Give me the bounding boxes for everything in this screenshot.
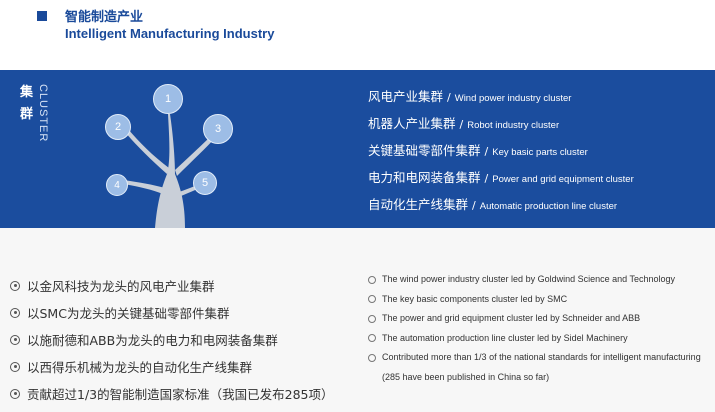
cluster-item: 自动化生产线集群 / Automatic production line clu…	[368, 194, 634, 221]
highlight-text-en: The key basic components cluster led by …	[382, 293, 568, 304]
cluster-item-zh: 风电产业集群	[368, 89, 444, 104]
circle-bullet-icon	[368, 353, 376, 362]
square-bullet-icon	[37, 11, 47, 21]
cluster-item-zh: 电力和电网装备集群	[368, 170, 481, 185]
highlight-text-en: The wind power industry cluster led by G…	[382, 274, 675, 284]
circle-dot-bullet-icon	[10, 307, 20, 318]
cluster-item-zh: 自动化生产线集群	[368, 197, 469, 212]
list-item: 贡献超过1/3的智能制造国家标准（我国已发布285项）	[10, 380, 333, 407]
cluster-tree-illustration: 1 2 3 4 5	[95, 74, 245, 228]
list-item: 以西得乐机械为龙头的自动化生产线集群	[10, 353, 333, 380]
cluster-label-en: CLUSTER	[37, 84, 51, 154]
tree-node-2: 2	[105, 114, 131, 140]
list-item: The key basic components cluster led by …	[368, 290, 708, 310]
list-item: 以施耐德和ABB为龙头的电力和电网装备集群	[10, 326, 333, 353]
cluster-item-separator: /	[472, 199, 476, 212]
highlight-text-en: The power and grid equipment cluster led…	[382, 313, 641, 323]
highlight-text-zh: 以SMC为龙头的关键基础零部件集群	[27, 306, 230, 321]
highlight-text-zh: 以施耐德和ABB为龙头的电力和电网装备集群	[27, 333, 278, 348]
cluster-item: 关键基础零部件集群 / Key basic parts cluster	[368, 140, 634, 167]
highlight-text-en: Contributed more than 1/3 of the nationa…	[382, 352, 701, 382]
circle-bullet-icon	[368, 275, 376, 284]
cluster-item-zh: 机器人产业集群	[368, 116, 456, 131]
cluster-item-zh: 关键基础零部件集群	[368, 143, 481, 158]
highlights-list-zh: 以金风科技为龙头的风电产业集群 以SMC为龙头的关键基础零部件集群 以施耐德和A…	[10, 272, 333, 407]
highlights-list-en: The wind power industry cluster led by G…	[368, 270, 708, 387]
cluster-item-en: Key basic parts cluster	[492, 147, 588, 158]
highlight-text-zh: 以西得乐机械为龙头的自动化生产线集群	[27, 360, 253, 375]
cluster-item-en: Automatic production line cluster	[479, 201, 618, 212]
cluster-item-en: Power and grid equipment cluster	[492, 174, 634, 185]
cluster-item-separator: /	[484, 172, 489, 185]
list-item: 以金风科技为龙头的风电产业集群	[10, 272, 333, 299]
highlight-text-zh: 以金风科技为龙头的风电产业集群	[27, 279, 215, 294]
list-item: Contributed more than 1/3 of the nationa…	[368, 348, 708, 387]
circle-dot-bullet-icon	[10, 388, 20, 399]
cluster-item: 机器人产业集群 / Robot industry cluster	[368, 113, 634, 140]
circle-bullet-icon	[368, 295, 376, 303]
cluster-item-en: Wind power industry cluster	[454, 93, 572, 104]
cluster-item-separator: /	[484, 145, 489, 158]
cluster-item-separator: /	[459, 118, 464, 131]
cluster-label-zh: 集 群	[20, 82, 34, 126]
circle-dot-bullet-icon	[10, 334, 20, 345]
cluster-item: 风电产业集群 / Wind power industry cluster	[368, 86, 634, 113]
section-title-zh: 智能制造产业	[65, 10, 144, 25]
circle-bullet-icon	[368, 334, 376, 342]
highlight-text-en: The automation production line cluster l…	[382, 332, 628, 343]
tree-node-5: 5	[193, 171, 217, 195]
highlight-text-zh: 贡献超过1/3的智能制造国家标准（我国已发布285项）	[27, 387, 334, 402]
tree-node-4: 4	[106, 174, 128, 196]
list-item: The power and grid equipment cluster led…	[368, 309, 708, 329]
cluster-label-zh-char-1: 集	[20, 85, 34, 100]
circle-dot-bullet-icon	[10, 280, 20, 291]
list-item: The wind power industry cluster led by G…	[368, 270, 708, 290]
section-title-en: Intelligent Manufacturing Industry	[65, 26, 275, 41]
list-item: 以SMC为龙头的关键基础零部件集群	[10, 299, 333, 326]
highlights-panel	[0, 228, 715, 412]
cluster-label-zh-char-2: 群	[20, 107, 34, 122]
cluster-band	[0, 70, 715, 228]
tree-node-3: 3	[203, 114, 233, 144]
tree-node-1: 1	[153, 84, 183, 114]
cluster-item-separator: /	[447, 91, 451, 104]
cluster-list: 风电产业集群 / Wind power industry cluster 机器人…	[368, 86, 634, 221]
circle-dot-bullet-icon	[10, 361, 20, 372]
circle-bullet-icon	[368, 314, 376, 323]
cluster-item: 电力和电网装备集群 / Power and grid equipment clu…	[368, 167, 634, 194]
cluster-item-en: Robot industry cluster	[467, 120, 560, 131]
list-item: The automation production line cluster l…	[368, 329, 708, 349]
cluster-label-en-text: CLUSTER	[37, 84, 49, 143]
